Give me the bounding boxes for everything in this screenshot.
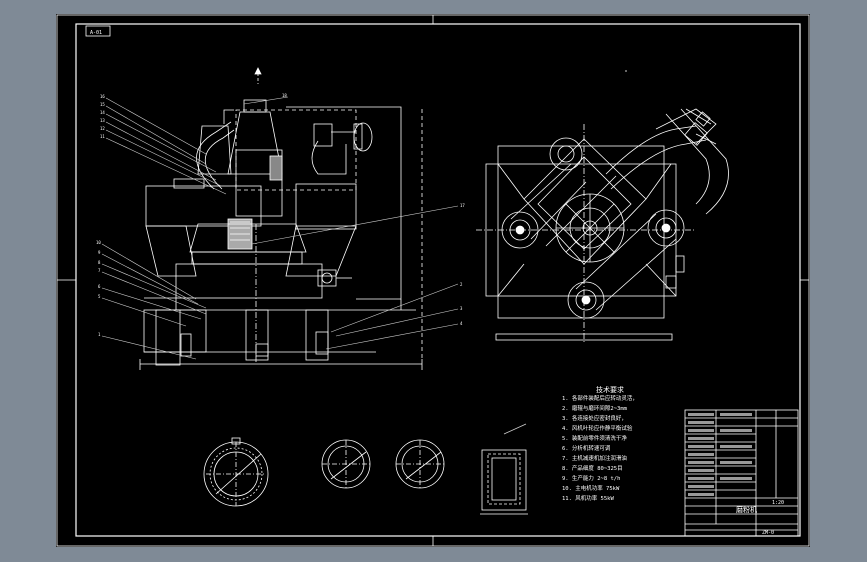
section-details bbox=[203, 423, 528, 515]
svg-text:16: 16 bbox=[100, 94, 105, 99]
tech-note-10: 10. 主电机功率 75kW bbox=[562, 484, 620, 492]
tech-note-3: 3. 各连接处应密封良好， bbox=[562, 414, 627, 422]
tech-note-9: 9. 生产能力 2~8 t/h bbox=[562, 474, 620, 482]
svg-text:2: 2 bbox=[460, 282, 463, 287]
svg-text:5: 5 bbox=[98, 294, 101, 299]
svg-text:4: 4 bbox=[460, 321, 463, 326]
svg-text:18: 18 bbox=[282, 93, 287, 98]
svg-text:8: 8 bbox=[98, 260, 101, 265]
drawing-canvas: A-01 bbox=[56, 14, 810, 547]
front-elevation: 16 15 14 13 12 11 10 9 8 7 6 5 1 17 2 3 4 18 bbox=[96, 67, 465, 370]
tech-note-7: 7. 主机减速机加注润滑油 bbox=[562, 454, 627, 462]
svg-text:3: 3 bbox=[460, 306, 463, 311]
tech-notes-title: 技术要求 bbox=[596, 385, 624, 394]
title-block-drawing-no: ZM-0 bbox=[762, 530, 774, 536]
corner-tag-box bbox=[85, 25, 111, 37]
svg-text:11: 11 bbox=[100, 134, 105, 139]
plan-view bbox=[476, 70, 729, 344]
svg-text:7: 7 bbox=[98, 268, 101, 273]
drawing-sheet[interactable]: A-01 bbox=[56, 14, 810, 547]
tech-note-11: 11. 风机功率 55kW bbox=[562, 494, 614, 502]
tech-notes: 技术要求 1. 各部件装配后应转动灵活， 2. 磨辊与磨环间隙2~3mm 3. … bbox=[562, 385, 638, 502]
tech-note-5: 5. 装配前零件须清洗干净 bbox=[562, 434, 627, 442]
inner-border bbox=[75, 23, 801, 537]
svg-text:12: 12 bbox=[100, 126, 105, 131]
tech-note-8: 8. 产品细度 80~325目 bbox=[562, 464, 623, 472]
svg-text:6: 6 bbox=[98, 284, 101, 289]
svg-text:13: 13 bbox=[100, 118, 105, 123]
title-block: 磨粉机 1:20 ZM-0 bbox=[684, 409, 799, 537]
title-block-name: 磨粉机 bbox=[736, 505, 757, 514]
svg-text:9: 9 bbox=[98, 250, 101, 255]
corner-tag: A-01 bbox=[90, 30, 102, 36]
tech-note-1: 1. 各部件装配后应转动灵活， bbox=[562, 394, 638, 402]
tech-note-4: 4. 风机叶轮应作静平衡试验 bbox=[562, 424, 633, 432]
tech-note-6: 6. 分析机转速可调 bbox=[562, 444, 611, 452]
svg-text:14: 14 bbox=[100, 110, 105, 115]
tech-note-2: 2. 磨辊与磨环间隙2~3mm bbox=[562, 404, 628, 412]
title-block-scale: 1:20 bbox=[772, 500, 784, 506]
svg-text:15: 15 bbox=[100, 102, 105, 107]
svg-text:17: 17 bbox=[460, 203, 465, 208]
svg-text:10: 10 bbox=[96, 240, 101, 245]
center-marks bbox=[57, 15, 809, 546]
svg-text:1: 1 bbox=[98, 332, 101, 337]
